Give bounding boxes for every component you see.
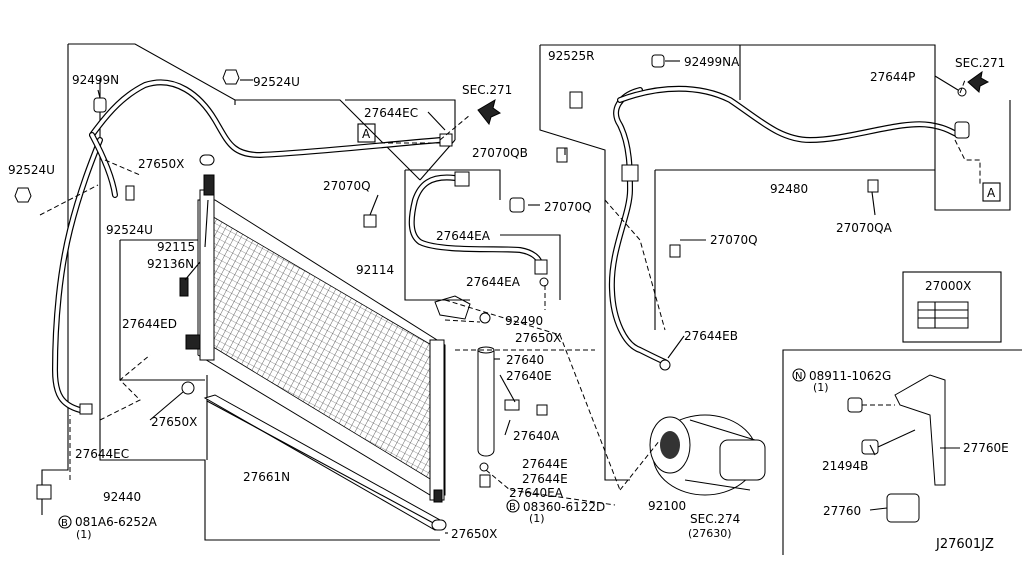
label-92499N: 92499N: [72, 73, 119, 87]
label-27640E: 27640E: [506, 369, 552, 383]
arrow-sec271-right: [967, 70, 990, 93]
badge-N: [792, 368, 806, 382]
label-27000X: 27000X: [925, 279, 971, 293]
label-27070Q-right: 27070Q: [710, 233, 758, 247]
label-27640EA: 27640EA: [509, 486, 564, 500]
label-08911-1062G: 08911-1062G: [809, 369, 891, 383]
label-92524U-mid: 92524U: [106, 223, 153, 237]
label-08360-qty: (1): [529, 512, 545, 525]
label-92136N: 92136N: [147, 257, 194, 271]
ref-box-A-left: [357, 123, 376, 143]
label-27650X-mid: 27650X: [515, 331, 561, 345]
label-92525R: 92525R: [548, 49, 595, 63]
label-27644ED: 27644ED: [122, 317, 177, 331]
pipe-end-fitting: [79, 403, 93, 415]
label-27644EB: 27644EB: [684, 329, 738, 343]
leader-lines: [39, 79, 981, 506]
label-27661N: 27661N: [243, 470, 290, 484]
label-92524U-top: 92524U: [253, 75, 300, 89]
label-27644EC-bottom: 27644EC: [75, 447, 129, 461]
label-27070QA: 27070QA: [836, 221, 893, 235]
sensor-inset: [782, 349, 1022, 555]
label-92100: 92100: [648, 499, 686, 513]
label-badge-N: N: [795, 371, 802, 382]
label-27640: 27640: [506, 353, 544, 367]
condenser: [179, 174, 446, 503]
pipe-end-sec271: [439, 133, 453, 147]
label-sec271-left: SEC.271: [462, 83, 512, 97]
label-27644EC-top: 27644EC: [364, 106, 418, 120]
label-92114: 92114: [356, 263, 394, 277]
label-sec274-sub: (27630): [688, 527, 732, 540]
compressor: [649, 414, 766, 496]
label-92490: 92490: [505, 314, 543, 328]
label-21494B: 21494B: [822, 459, 868, 473]
label-08360-6122D: 08360-6122D: [523, 500, 605, 514]
label-27644EA-bottom: 27644EA: [466, 275, 521, 289]
label-27644E-a: 27644E: [522, 457, 568, 471]
label-sec271-right: SEC.271: [955, 56, 1005, 70]
label-27650X-left: 27650X: [151, 415, 197, 429]
label-ref-A-right: A: [987, 186, 996, 200]
label-27070Q-mid: 27070Q: [544, 200, 592, 214]
badge-B-right: [506, 499, 520, 513]
fasteners: [36, 154, 491, 531]
clip-92524U-mid: [125, 185, 135, 201]
label-081A6-6252A: 081A6-6252A: [75, 515, 158, 529]
ref-box-A-right: [982, 182, 1001, 202]
label-92115: 92115: [157, 240, 195, 254]
pipe-upper-left: [14, 69, 453, 203]
part-labels: 92499N 92524U 92524U 92524U 27644EC SEC.…: [8, 49, 1009, 552]
label-27644P: 27644P: [870, 70, 915, 84]
label-ref-A-left: A: [362, 127, 371, 141]
label-27650X-top: 27650X: [138, 157, 184, 171]
pipe-92440: [52, 137, 103, 415]
label-92524U-left: 92524U: [8, 163, 55, 177]
arrow-sec271-left: [477, 98, 502, 126]
label-27760: 27760: [823, 504, 861, 518]
label-27644E-b: 27644E: [522, 472, 568, 486]
label-92440: 92440: [103, 490, 141, 504]
badge-B-left: [58, 515, 72, 529]
label-27760E: 27760E: [963, 441, 1009, 455]
clip-92524U-top: [222, 69, 240, 85]
label-sec274: SEC.274: [690, 512, 740, 526]
label-92480: 92480: [770, 182, 808, 196]
hose-92490: [363, 169, 561, 301]
label-27070Q-left: 27070Q: [323, 179, 371, 193]
receiver-drier: [434, 295, 548, 457]
label-leaders: [97, 60, 960, 534]
label-27070QB: 27070QB: [472, 146, 528, 160]
cap-92499N: [93, 97, 107, 113]
label-92499NA: 92499NA: [684, 55, 740, 69]
diagram-id: J27601JZ: [935, 537, 994, 552]
label-badge-B-left: B: [61, 518, 68, 529]
clip-92524U-left: [14, 187, 32, 203]
label-badge-B-right: B: [509, 502, 516, 513]
hose-92480: [539, 44, 1011, 481]
label-27644EA-top: 27644EA: [436, 229, 491, 243]
label-27640A: 27640A: [513, 429, 560, 443]
label-08911-qty: (1): [813, 381, 829, 394]
kit-box-27000X: [902, 271, 1002, 343]
label-081A6-qty: (1): [76, 528, 92, 541]
label-27650X-bottom: 27650X: [451, 527, 497, 541]
